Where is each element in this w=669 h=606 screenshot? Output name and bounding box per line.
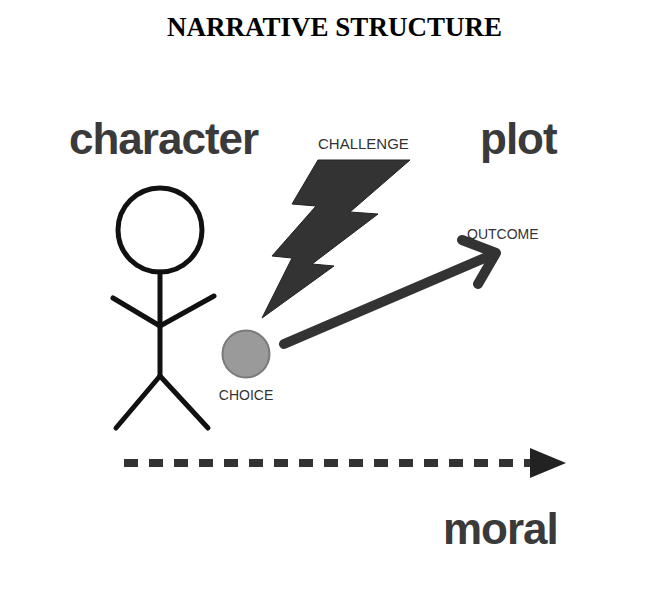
- choice-dot: [223, 331, 270, 378]
- arrow-head: [530, 448, 566, 478]
- circle-outline: [221, 329, 271, 379]
- stick-figure: [113, 188, 214, 428]
- dashed-line: [124, 459, 532, 467]
- part-label: OUTCOME: [467, 227, 539, 241]
- part-label: moral: [443, 507, 558, 551]
- part-label: plot: [480, 117, 557, 161]
- figure-leg: [116, 376, 160, 428]
- figure-arm: [113, 298, 160, 326]
- node-label: CHOICE: [219, 388, 273, 402]
- figure-arm: [160, 296, 214, 326]
- figure-leg: [160, 376, 208, 428]
- part-label: character: [69, 117, 258, 161]
- figure-head: [118, 188, 202, 272]
- moral-arrow: [124, 448, 566, 478]
- outcome-arrow: [284, 240, 496, 344]
- arrow-head: [462, 240, 496, 284]
- part-label: CHALLENGE: [318, 136, 409, 151]
- choice-circle: CHOICE: [221, 329, 271, 379]
- diagram-title: NARRATIVE STRUCTURE: [0, 14, 669, 41]
- arrow-shaft: [284, 254, 494, 344]
